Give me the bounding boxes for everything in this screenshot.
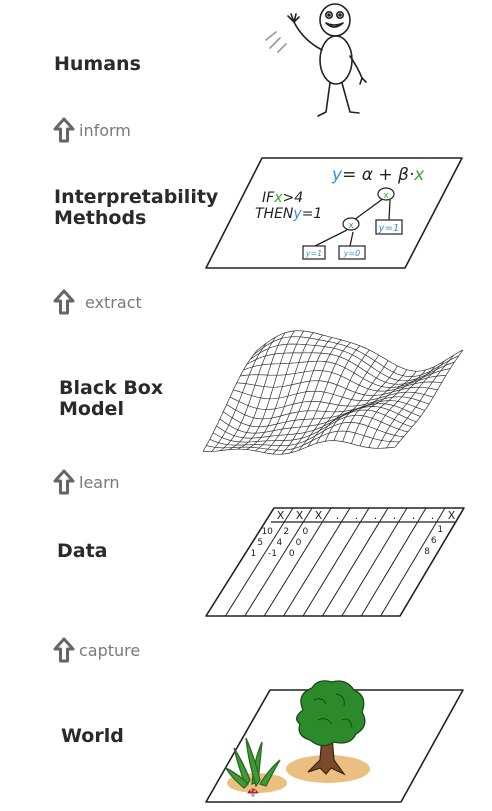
svg-text:y= α + β·x: y= α + β·x bbox=[331, 165, 425, 185]
table-header-cell: X bbox=[315, 509, 323, 522]
surface-grid-line bbox=[229, 396, 430, 410]
formula-y: y bbox=[331, 165, 343, 185]
surface-grid-line bbox=[386, 354, 454, 449]
surface-grid-line bbox=[233, 389, 434, 402]
surface-grid-line bbox=[243, 360, 447, 388]
table-value-cell: 6 bbox=[431, 536, 437, 546]
table-header-cell: X bbox=[296, 509, 304, 522]
table-column-line bbox=[380, 507, 446, 617]
surface-grid-line bbox=[377, 360, 445, 449]
surface-grid-line bbox=[250, 343, 455, 382]
table-header-cell: X bbox=[277, 509, 285, 522]
arrow-extract: extract bbox=[53, 289, 142, 315]
surface-grid-line bbox=[212, 414, 408, 443]
up-arrow-icon bbox=[53, 469, 75, 495]
arrow-capture: capture bbox=[53, 637, 140, 663]
table-header-cell: . bbox=[393, 509, 397, 522]
table-value-cell: 1 bbox=[250, 549, 256, 559]
table-header-cell: . bbox=[431, 509, 435, 522]
layer-label-world: World bbox=[61, 725, 124, 747]
arrow-label-extract: extract bbox=[85, 292, 142, 312]
interpretability-methods-illustration: y= α + β·x IFx>4 THENy=1 x x y=1 y=1 y=0 bbox=[205, 157, 463, 269]
layer-label-methods: Interpretability Methods bbox=[54, 186, 219, 229]
table-column-line bbox=[283, 507, 351, 617]
svg-text:THENy=1: THENy=1 bbox=[255, 206, 322, 222]
surface-grid-line bbox=[206, 430, 400, 451]
rule-cond: >4 bbox=[282, 190, 303, 206]
table-value-cell: 0 bbox=[296, 538, 302, 548]
table-column-line bbox=[321, 507, 389, 617]
surface-grid-line bbox=[246, 330, 305, 450]
arrow-label-capture: capture bbox=[79, 640, 141, 660]
table-column-line bbox=[341, 507, 408, 617]
table-value-cell: 1 bbox=[437, 525, 443, 535]
up-arrow-icon bbox=[53, 117, 75, 143]
table-column-line bbox=[263, 507, 332, 617]
table-header-cell: . bbox=[374, 509, 378, 522]
table-value-cell: 2 bbox=[283, 527, 289, 537]
table-header-cell: . bbox=[355, 509, 359, 522]
table-value-cell: 4 bbox=[277, 538, 283, 548]
layer-label-model: Black Box Model bbox=[59, 377, 164, 420]
surface-grid-line bbox=[226, 400, 425, 420]
surface-grid-line bbox=[202, 440, 396, 455]
up-arrow-icon bbox=[53, 289, 75, 315]
surface-grid-line bbox=[246, 352, 451, 385]
layer-label-humans: Humans bbox=[54, 53, 141, 75]
rule-x: x bbox=[273, 190, 283, 206]
arrow-label-learn: learn bbox=[79, 472, 120, 492]
surface-grid-line bbox=[219, 406, 417, 434]
world-illustration bbox=[205, 680, 464, 803]
table-column-line bbox=[360, 507, 427, 617]
rule-if: IF bbox=[262, 190, 275, 206]
surface-grid-line bbox=[223, 403, 421, 428]
table-column-line bbox=[399, 507, 465, 617]
surface-grid-line bbox=[216, 409, 413, 439]
table-header-cell: X bbox=[448, 509, 456, 522]
arrow-inform: inform bbox=[53, 117, 131, 143]
svg-text:IFx>4: IFx>4 bbox=[262, 190, 303, 206]
table-column-line bbox=[302, 507, 370, 617]
rule-y: y bbox=[292, 206, 302, 222]
table-value-cell: 0 bbox=[303, 527, 309, 537]
surface-grid-line bbox=[209, 421, 404, 447]
stick-figure-illustration bbox=[265, 3, 367, 117]
table-value-cell: 10 bbox=[261, 527, 273, 537]
layer-label-data: Data bbox=[57, 540, 108, 562]
surface-grid-line bbox=[240, 370, 442, 392]
formula-x: x bbox=[413, 165, 425, 185]
tree-mid-node: x bbox=[348, 221, 354, 231]
surface-grid-line bbox=[253, 336, 459, 377]
tree-root-node: x bbox=[383, 191, 389, 201]
table-value-cell: -1 bbox=[268, 549, 277, 559]
table-value-cell: 5 bbox=[257, 538, 263, 548]
table-value-cell: 8 bbox=[424, 547, 430, 557]
surface-grid-line bbox=[236, 380, 438, 396]
table-column-line bbox=[224, 507, 294, 617]
tree-leaf-right: y=1 bbox=[378, 223, 400, 234]
formula-rest: = α + β· bbox=[342, 165, 414, 185]
arrow-learn: learn bbox=[53, 469, 120, 495]
surface-grid-line bbox=[256, 330, 464, 372]
table-header-cell: . bbox=[336, 509, 340, 522]
table-column-line bbox=[205, 507, 275, 617]
table-column-line bbox=[244, 507, 313, 617]
table-value-cell: 0 bbox=[289, 549, 295, 559]
rule-val: =1 bbox=[302, 206, 323, 222]
arrow-label-inform: inform bbox=[79, 120, 131, 140]
surface-grid-line bbox=[202, 350, 258, 452]
tree-leaf-left: y=1 bbox=[305, 249, 323, 258]
surface-grid-line bbox=[394, 349, 464, 448]
table-header-cell: . bbox=[412, 509, 416, 522]
tree-leaf-mid: y=0 bbox=[343, 249, 361, 258]
black-box-model-surface bbox=[202, 330, 464, 455]
up-arrow-icon bbox=[53, 637, 75, 663]
rule-then: THEN bbox=[255, 206, 294, 222]
surface-grid-line bbox=[237, 330, 295, 450]
